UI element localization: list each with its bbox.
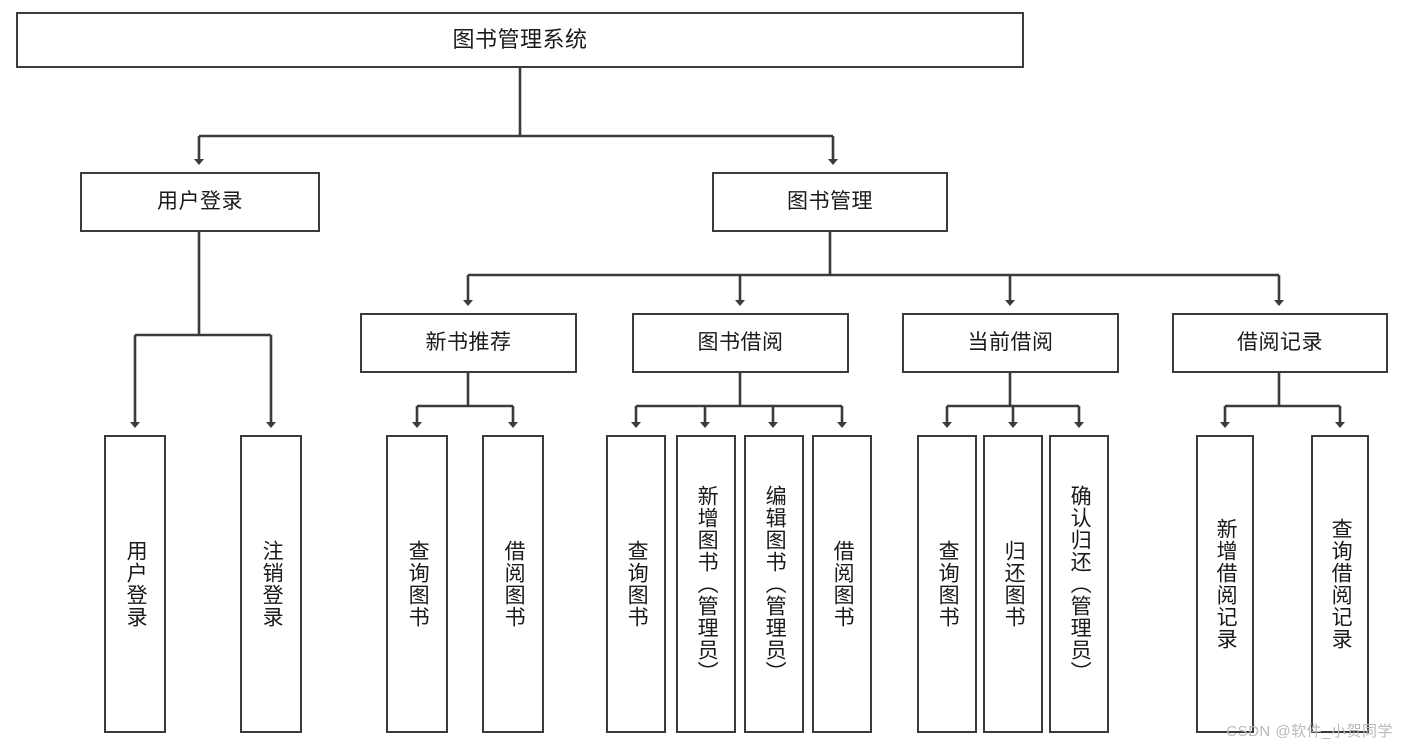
- csdn-watermark: CSDN @软件_小贺同学: [1226, 723, 1393, 740]
- node-leaf-borrow-book-2-label: 借阅图书: [831, 540, 855, 628]
- node-leaf-user-login[interactable]: 用户登录: [104, 435, 166, 733]
- node-new-book-recommend[interactable]: 新书推荐: [360, 313, 577, 373]
- node-leaf-borrow-book-2[interactable]: 借阅图书: [812, 435, 872, 733]
- node-leaf-query-book-1-label: 查询图书: [406, 540, 430, 628]
- node-leaf-confirm-return-label: 确认归还（管理员）: [1068, 485, 1092, 683]
- node-leaf-confirm-return[interactable]: 确认归还（管理员）: [1049, 435, 1109, 733]
- node-leaf-query-record-label: 查询借阅记录: [1329, 518, 1353, 650]
- node-leaf-add-record-label: 新增借阅记录: [1214, 518, 1238, 650]
- node-leaf-logout-login-label: 注销登录: [260, 540, 284, 628]
- node-leaf-query-book-3[interactable]: 查询图书: [917, 435, 977, 733]
- node-new-book-recommend-label: 新书推荐: [425, 331, 512, 355]
- node-leaf-edit-book-label: 编辑图书（管理员）: [763, 485, 787, 683]
- node-book-borrow-label: 图书借阅: [697, 331, 784, 355]
- node-leaf-query-book-2[interactable]: 查询图书: [606, 435, 666, 733]
- node-leaf-edit-book[interactable]: 编辑图书（管理员）: [744, 435, 804, 733]
- node-leaf-query-record[interactable]: 查询借阅记录: [1311, 435, 1369, 733]
- node-book-manage-label: 图书管理: [787, 190, 873, 214]
- node-leaf-borrow-book-1[interactable]: 借阅图书: [482, 435, 544, 733]
- node-leaf-add-book[interactable]: 新增图书（管理员）: [676, 435, 736, 733]
- node-root-label: 图书管理系统: [452, 26, 588, 52]
- node-leaf-query-book-2-label: 查询图书: [625, 540, 649, 628]
- node-user-login[interactable]: 用户登录: [80, 172, 320, 232]
- node-leaf-add-record[interactable]: 新增借阅记录: [1196, 435, 1254, 733]
- node-book-borrow[interactable]: 图书借阅: [632, 313, 849, 373]
- node-current-borrow[interactable]: 当前借阅: [902, 313, 1119, 373]
- node-leaf-borrow-book-1-label: 借阅图书: [502, 540, 526, 628]
- node-user-login-label: 用户登录: [157, 190, 243, 214]
- node-current-borrow-label: 当前借阅: [967, 331, 1054, 355]
- node-leaf-return-book-label: 归还图书: [1002, 540, 1026, 628]
- node-leaf-user-login-label: 用户登录: [124, 540, 148, 628]
- node-book-manage[interactable]: 图书管理: [712, 172, 948, 232]
- node-root[interactable]: 图书管理系统: [16, 12, 1024, 68]
- node-leaf-logout-login[interactable]: 注销登录: [240, 435, 302, 733]
- node-leaf-return-book[interactable]: 归还图书: [983, 435, 1043, 733]
- node-leaf-query-book-3-label: 查询图书: [936, 540, 960, 628]
- node-borrow-record[interactable]: 借阅记录: [1172, 313, 1388, 373]
- node-leaf-add-book-label: 新增图书（管理员）: [695, 485, 719, 683]
- node-leaf-query-book-1[interactable]: 查询图书: [386, 435, 448, 733]
- node-borrow-record-label: 借阅记录: [1237, 331, 1323, 355]
